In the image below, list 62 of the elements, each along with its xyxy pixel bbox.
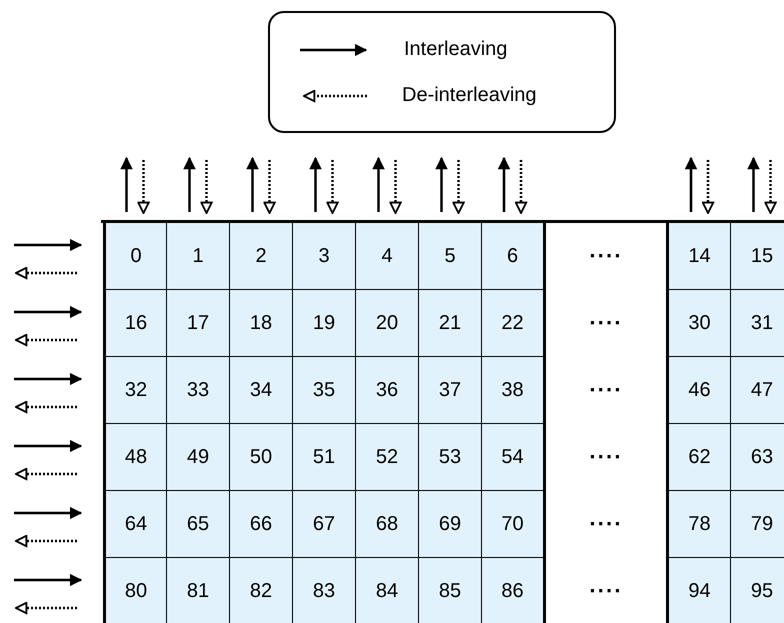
table-cell: 51	[292, 423, 356, 491]
table-cell: 95	[730, 557, 784, 623]
table-cell: 20	[355, 289, 419, 357]
table-cell: 34	[229, 356, 293, 424]
table-cell: 66	[229, 490, 293, 558]
table-cell: 0	[103, 222, 167, 290]
table-cell: 85	[418, 557, 482, 623]
table-cell: 14	[668, 222, 731, 290]
table-cell: 21	[418, 289, 482, 357]
table-cell: 94	[668, 557, 731, 623]
table-cell: 19	[292, 289, 356, 357]
table-cell: 63	[730, 423, 784, 491]
table-cell: 69	[418, 490, 482, 558]
legend-text: Interleaving	[404, 38, 508, 61]
table-cell: 68	[355, 490, 419, 558]
table-cell: 48	[103, 423, 167, 491]
table-cell: 46	[668, 356, 731, 424]
table-cell: 80	[103, 557, 167, 623]
ellipsis-cell: ····	[543, 490, 669, 558]
table-cell: 16	[103, 289, 167, 357]
table-cell: 35	[292, 356, 356, 424]
table-cell: 49	[166, 423, 230, 491]
table-cell: 32	[103, 356, 167, 424]
ellipsis-cell: ····	[543, 289, 669, 357]
table-cell: 33	[166, 356, 230, 424]
table-cell: 81	[166, 557, 230, 623]
table-cell: 1	[166, 222, 230, 290]
table-cell: 86	[481, 557, 544, 623]
table-cell: 54	[481, 423, 544, 491]
ellipsis-cell: ····	[543, 557, 669, 623]
table-cell: 15	[730, 222, 784, 290]
table-cell: 4	[355, 222, 419, 290]
table-cell: 78	[668, 490, 731, 558]
table-cell: 67	[292, 490, 356, 558]
table-cell: 30	[668, 289, 731, 357]
table-cell: 2	[229, 222, 293, 290]
table-cell: 62	[668, 423, 731, 491]
ellipsis-cell: ····	[543, 423, 669, 491]
table-cell: 3	[292, 222, 356, 290]
ellipsis-cell: ····	[543, 356, 669, 424]
table-cell: 18	[229, 289, 293, 357]
table-cell: 17	[166, 289, 230, 357]
table-cell: 50	[229, 423, 293, 491]
table-cell: 79	[730, 490, 784, 558]
legend-text: De-interleaving	[402, 84, 537, 107]
table-cell: 52	[355, 423, 419, 491]
ellipsis-cell: ····	[543, 222, 669, 290]
table-cell: 83	[292, 557, 356, 623]
table-cell: 22	[481, 289, 544, 357]
table-cell: 53	[418, 423, 482, 491]
table-cell: 5	[418, 222, 482, 290]
table-cell: 36	[355, 356, 419, 424]
table-cell: 64	[103, 490, 167, 558]
table-cell: 84	[355, 557, 419, 623]
table-cell: 31	[730, 289, 784, 357]
table-cell: 47	[730, 356, 784, 424]
table-cell: 38	[481, 356, 544, 424]
table-cell: 6	[481, 222, 544, 290]
table-cell: 37	[418, 356, 482, 424]
table-cell: 82	[229, 557, 293, 623]
table-cell: 70	[481, 490, 544, 558]
table-cell: 65	[166, 490, 230, 558]
